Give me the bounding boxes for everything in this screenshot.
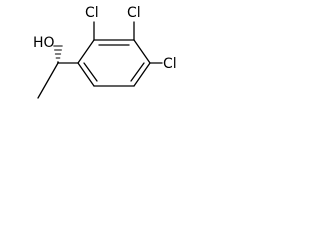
chloro-4-label: Cl [163,56,177,72]
chloro-2-label: Cl [85,5,99,21]
ring-bond-c1-c2 [77,39,95,64]
chloro-3-label: Cl [127,5,141,21]
ring-bond-c3-c4 [133,39,151,64]
hashed-wedge-bond-oh [53,45,63,63]
ring-double-bond-c6-c1 [83,62,98,82]
ring-bond-c6-c1 [77,62,95,87]
ring-bond-c4-c5 [133,62,151,87]
bond-chiral-methyl [37,62,59,99]
chemical-structure: HO Cl Cl Cl [33,5,177,99]
substituent-bonds [37,21,163,99]
ring-double-bond-c4-c5 [130,62,145,82]
benzene-ring [77,39,151,87]
hydroxyl-label: HO [33,35,55,51]
